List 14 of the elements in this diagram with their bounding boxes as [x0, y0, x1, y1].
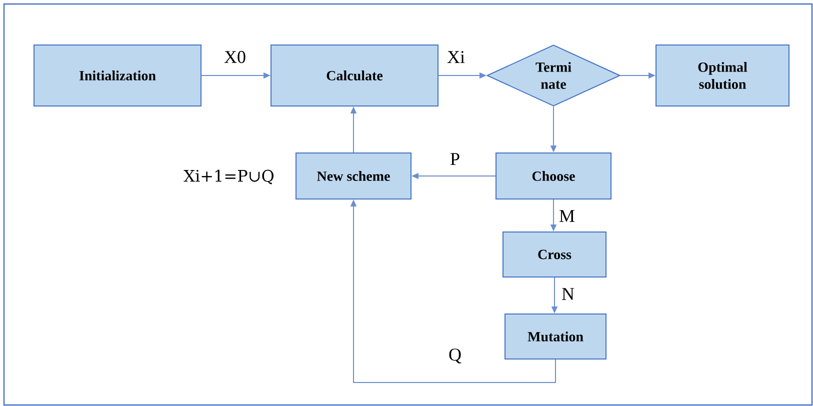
process-box: Initialization — [34, 44, 202, 106]
edge-label: X0 — [224, 50, 246, 64]
process-box: New scheme — [296, 152, 412, 200]
edge-label: Xi — [447, 51, 465, 63]
process-box: Choose — [496, 152, 612, 200]
edge-label: N — [562, 288, 574, 300]
process-box: Optimal solution — [656, 44, 790, 106]
edge-label: P — [450, 153, 460, 165]
process-box: Calculate — [270, 44, 438, 106]
edge-label: M — [560, 210, 574, 222]
edge-label: Q — [449, 348, 462, 364]
formula-label: Xi+1=P∪Q — [184, 170, 274, 184]
process-box: Mutation — [504, 314, 606, 360]
process-box: Cross — [502, 232, 606, 278]
